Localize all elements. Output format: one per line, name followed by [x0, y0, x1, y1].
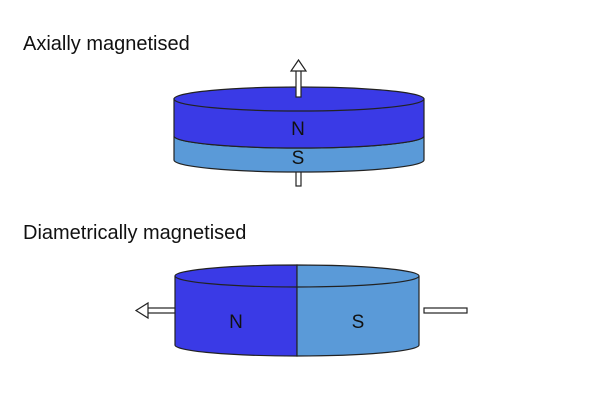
axially-magnetised-heading: Axially magnetised	[23, 33, 190, 55]
diametric-magnet: N S	[134, 264, 468, 357]
diametrically-magnetised-heading: Diametrically magnetised	[23, 222, 247, 244]
diametric-arrow-head	[134, 301, 149, 320]
diametric-south-label: S	[352, 312, 365, 333]
diametric-south-section	[296, 264, 420, 357]
axial-magnet: N S	[173, 58, 425, 187]
diametric-arrow-tail	[423, 307, 468, 314]
axial-arrow-shaft	[295, 69, 302, 98]
axial-south-label: S	[292, 148, 305, 169]
diametric-arrow-shaft	[145, 307, 177, 314]
axial-north-section	[173, 98, 425, 149]
axial-arrow-head	[289, 58, 308, 72]
axial-north-label: N	[291, 119, 305, 140]
diametric-north-label: N	[229, 312, 243, 333]
diametric-north-section	[174, 264, 298, 357]
diametric-top-rim	[174, 275, 420, 288]
